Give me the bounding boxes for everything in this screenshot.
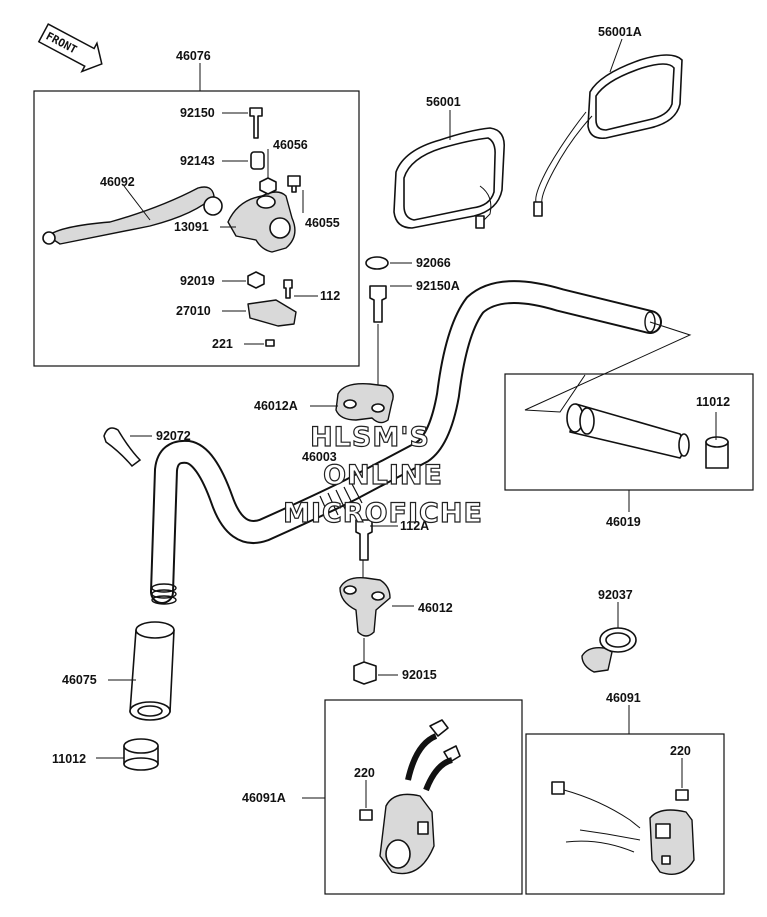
leader-lines [96,38,717,808]
bolt-112A-part [355,519,373,561]
switch-46091A-part [359,719,461,875]
part-label-46091: 46091 [606,691,641,705]
nut-92015-part [353,661,377,685]
watermark-line-1: HLSM'S [310,422,430,453]
mirror-56001A-part [533,54,683,217]
part-label-11012-top: 11012 [696,395,730,409]
left-switch-box [324,699,523,895]
bolt-92150-part [249,107,263,139]
part-label-11012-bottom: 11012 [52,752,86,766]
lever-part [47,186,215,245]
band-92072-part [103,427,142,468]
screw-46055-part [287,175,301,193]
part-label-46012A: 46012A [254,399,298,413]
part-label-92150A: 92150A [416,279,460,293]
grip-leader-line [524,321,692,413]
part-label-221: 221 [212,337,233,351]
part-label-56001A: 56001A [598,25,642,39]
watermark-line-2: ONLINE [323,460,443,491]
part-label-92072: 92072 [156,429,191,443]
washer-92066-part [365,256,389,270]
front-arrow-icon: FRONT [37,23,103,73]
grip-46019-part [566,403,690,459]
part-label-92150: 92150 [180,106,215,120]
part-label-92066: 92066 [416,256,451,270]
part-label-46056: 46056 [273,138,308,152]
nut-92019-part [247,271,265,289]
switch-46091-part [551,781,695,875]
part-label-92037: 92037 [598,588,633,602]
part-label-46003: 46003 [302,450,337,464]
part-label-112A: 112A [400,519,429,533]
holder-46012A-part [335,383,394,424]
part-label-220-right: 220 [670,744,691,758]
part-label-92015: 92015 [402,668,437,682]
part-label-92019: 92019 [180,274,215,288]
part-label-92143: 92143 [180,154,215,168]
screw-112-part [283,279,293,299]
clamp-92037-part [581,627,637,673]
part-label-220-left: 220 [354,766,375,780]
part-label-46075: 46075 [62,673,97,687]
part-label-13091: 13091 [174,220,209,234]
end-cap-11012-bottom-part [123,738,159,771]
part-label-46019: 46019 [606,515,641,529]
part-label-46012: 46012 [418,601,453,615]
right-switch-box [525,733,725,895]
part-label-27010: 27010 [176,304,211,318]
part-label-112: 112 [320,289,340,303]
mirror-56001-part [393,127,506,229]
part-label-46076: 46076 [176,49,211,63]
part-label-46092: 46092 [100,175,135,189]
collar-92143-part [250,151,265,170]
switch-27010-part [247,299,297,327]
nut-46056-part [259,177,277,195]
grip-46075-part [129,621,175,721]
end-cap-11012-top-part [705,436,729,469]
part-label-46055: 46055 [305,216,340,230]
part-label-56001: 56001 [426,95,461,109]
handlebar-part [150,280,662,605]
lever-assembly-box [33,90,360,367]
part-label-46091A: 46091A [242,791,286,805]
watermark-line-3: MICROFICHE [283,498,483,529]
screw-221-part [265,339,275,347]
bolt-92150A-part [369,285,387,323]
